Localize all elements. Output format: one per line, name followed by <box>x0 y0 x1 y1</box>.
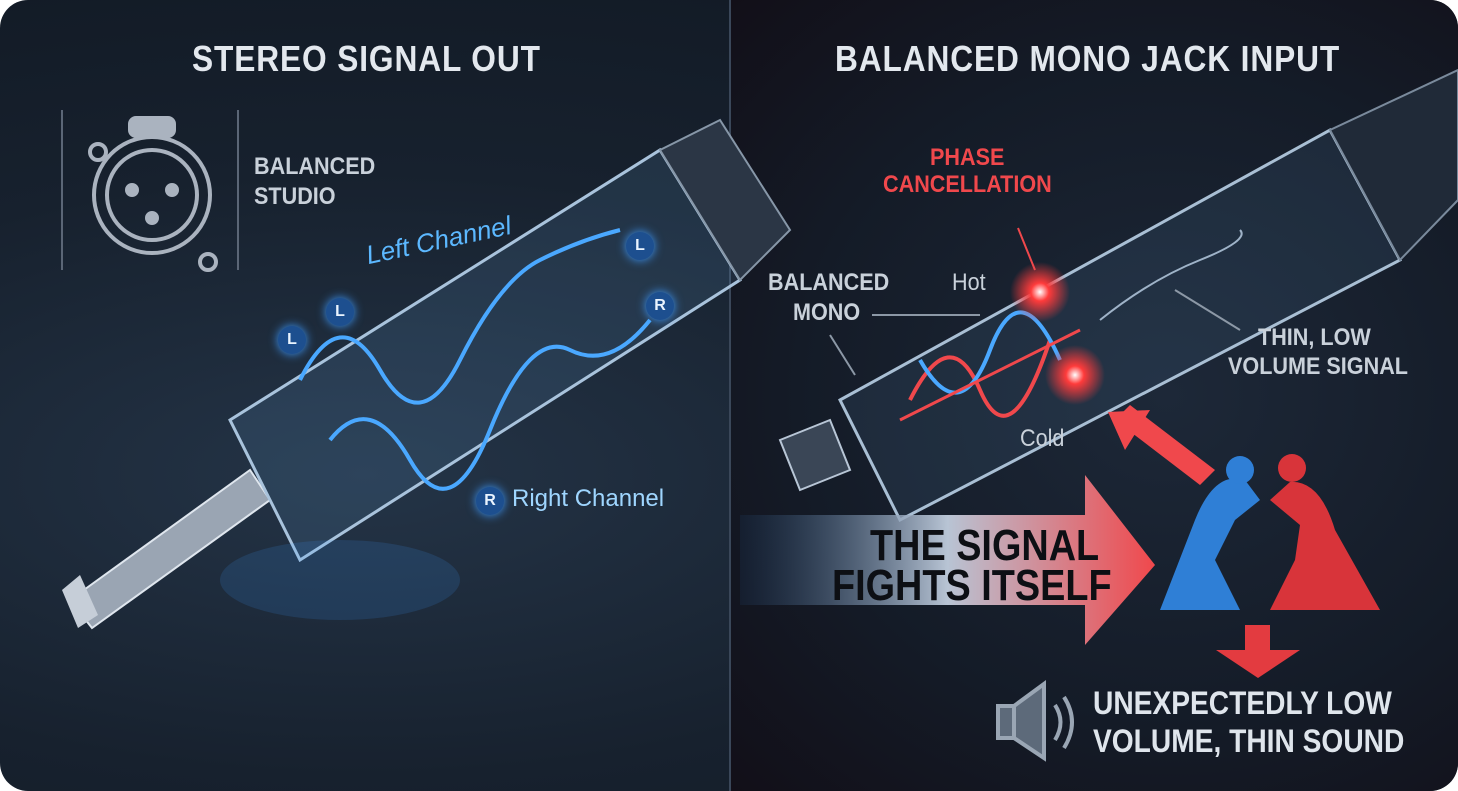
result-line1: UNEXPECTEDLY LOW <box>1093 685 1392 721</box>
badge-l-3: L <box>626 232 654 260</box>
fight-arrow <box>740 475 1155 645</box>
panel-divider <box>729 0 731 791</box>
thin-signal-line1: THIN, LOW <box>1258 324 1371 351</box>
speaker-icon <box>996 680 1074 762</box>
spark-hot <box>1010 262 1070 322</box>
badge-l: L <box>278 326 306 354</box>
right-channel-label: Right Channel <box>512 485 665 512</box>
left-title: STEREO SIGNAL OUT <box>192 38 541 79</box>
fighting-figures-icon <box>1160 454 1380 610</box>
hot-label: Hot <box>952 269 986 296</box>
badge-r: R <box>646 292 674 320</box>
xlr-label-line1: BALANCED <box>254 153 376 180</box>
stereo-jack-plug <box>62 118 792 630</box>
phase-label-line1: PHASE <box>930 144 1005 171</box>
phase-label-line2: CANCELLATION <box>883 171 1052 198</box>
cold-label: Cold <box>1020 425 1065 452</box>
arrow-text-line2: FIGHTS ITSELF <box>832 561 1112 610</box>
right-title: BALANCED MONO JACK INPUT <box>835 38 1341 79</box>
badge-l-2: L <box>326 298 354 326</box>
mono-jack-plug <box>778 68 1458 523</box>
down-arrow-icon <box>1216 625 1300 678</box>
balanced-mono-line1: BALANCED <box>768 269 890 296</box>
thin-signal-line2: VOLUME SIGNAL <box>1228 353 1409 380</box>
spark-cold <box>1045 345 1105 405</box>
result-line2: VOLUME, THIN SOUND <box>1093 723 1405 759</box>
xlr-connector-icon <box>61 110 239 272</box>
balanced-mono-line2: MONO <box>793 299 861 326</box>
xlr-label-line2: STUDIO <box>254 183 336 210</box>
arrow-text-line1: THE SIGNAL <box>870 521 1100 570</box>
badge-r-2: R <box>476 487 504 515</box>
